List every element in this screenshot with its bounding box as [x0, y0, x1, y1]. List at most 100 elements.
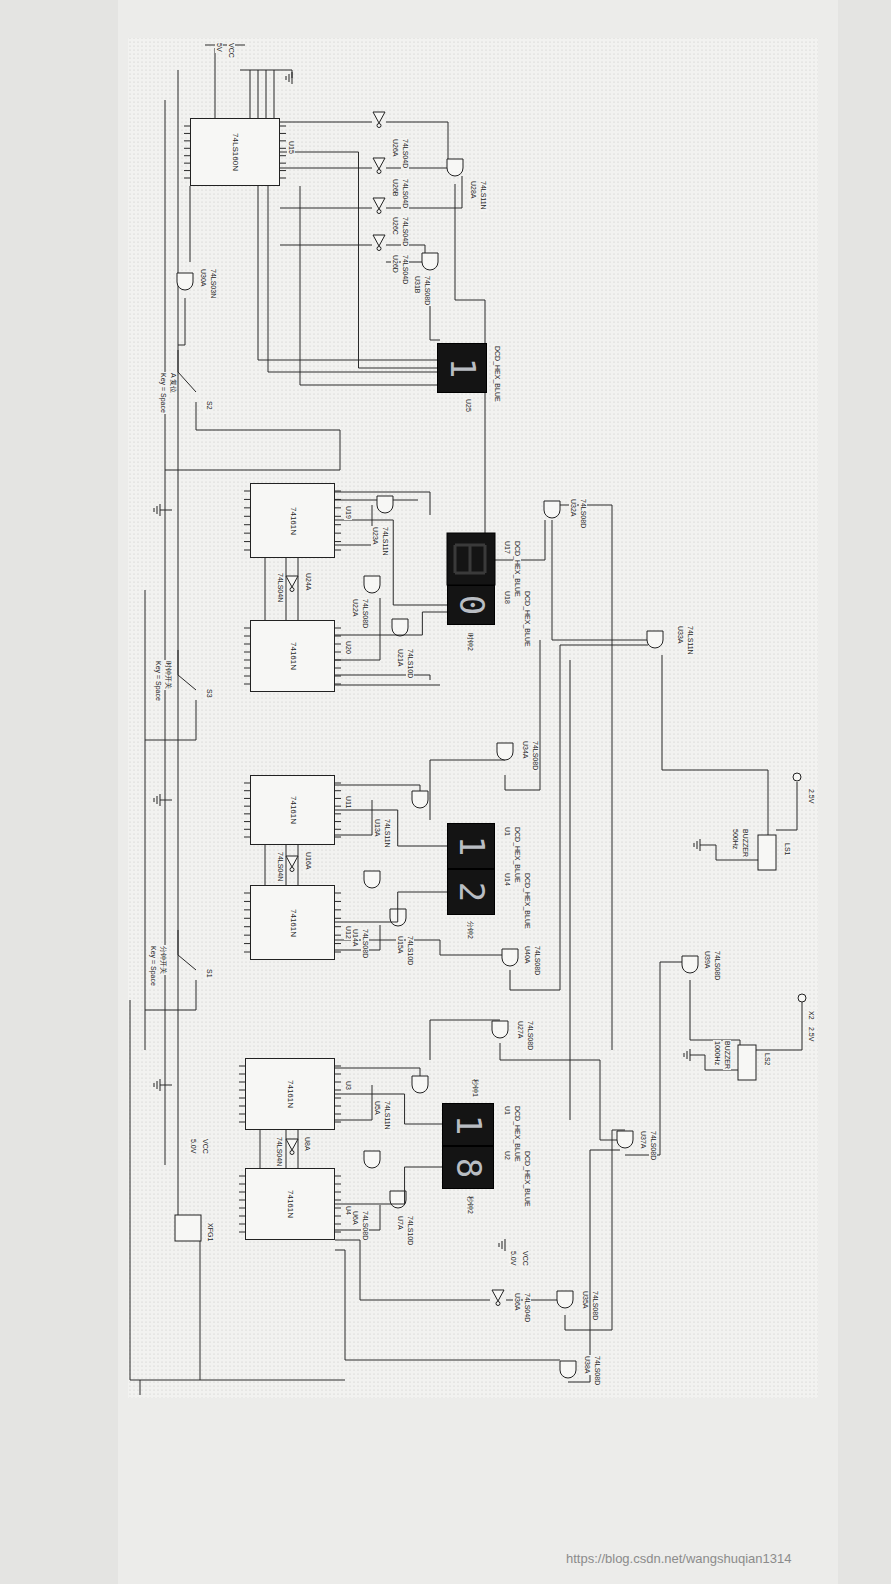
dim-segment — [454, 545, 457, 573]
component-label: 500Hz — [731, 828, 739, 850]
wire — [196, 402, 340, 470]
wire — [335, 1085, 372, 1120]
component-label: U19 — [344, 505, 352, 520]
component-label: 74LS08D — [579, 498, 587, 529]
counter-chip: 74161N — [245, 1168, 335, 1240]
wire — [160, 800, 172, 801]
buzzer-symbol — [758, 835, 776, 870]
inverter-bubble — [290, 868, 294, 872]
component-label: U32A — [569, 498, 577, 518]
wire — [625, 962, 684, 1155]
component-label: U40A — [523, 945, 531, 965]
wire — [335, 785, 420, 800]
and-gate — [502, 949, 518, 966]
wire — [506, 1300, 558, 1301]
chip-pin — [335, 783, 341, 784]
display-digit: 1 — [449, 1114, 486, 1134]
component-label: U21A — [396, 648, 404, 668]
chip-pin — [244, 628, 250, 629]
chip-pin — [335, 926, 341, 927]
chip-pin — [335, 918, 341, 919]
component-label: U22A — [351, 598, 359, 618]
chip-pin — [244, 813, 250, 814]
component-label: U14 — [503, 872, 511, 887]
seven-segment-display: 2 — [447, 869, 495, 915]
chip-pin — [335, 813, 341, 814]
wire — [690, 980, 740, 1045]
chip-pin — [335, 499, 341, 500]
chip-pin — [280, 126, 286, 127]
chip-pin — [244, 918, 250, 919]
chip-pin — [280, 178, 286, 179]
chip-pin — [244, 684, 250, 685]
and-gate — [557, 1291, 573, 1308]
component-label: U7A — [396, 1215, 404, 1231]
wire — [335, 505, 372, 545]
inverter-bubble — [290, 588, 294, 592]
wire — [145, 590, 146, 1050]
component-label: 74LS04N — [275, 1136, 283, 1167]
component-label: DCD_HEX_BLUE — [493, 345, 501, 403]
wire — [386, 176, 462, 208]
display-digit: 1 — [443, 358, 480, 378]
wire — [178, 350, 179, 372]
wire — [552, 505, 612, 506]
ground-symbol — [499, 1239, 505, 1251]
chip-pin — [335, 829, 341, 830]
chip-pin — [335, 1106, 341, 1107]
wire — [160, 1085, 172, 1086]
wire — [335, 1250, 560, 1360]
component-label: 74LS03N — [209, 268, 217, 299]
wire — [178, 1085, 179, 1215]
chip-pin — [244, 829, 250, 830]
component-label: VCC — [201, 1138, 209, 1155]
chip-pin — [335, 893, 341, 894]
chip-pin — [335, 550, 341, 551]
wire-connector — [280, 152, 437, 368]
chip-pin — [335, 524, 341, 525]
chip-pin — [335, 516, 341, 517]
component-label: S3 — [205, 688, 213, 699]
component-label: 5V — [215, 42, 223, 53]
component-label: 2.5V — [807, 788, 815, 804]
component-label: 秒钟1 — [471, 1078, 479, 1098]
chip-pin — [335, 491, 341, 492]
component-label: 74LS04D — [401, 216, 409, 247]
inverter — [373, 112, 385, 123]
inverter — [286, 576, 298, 587]
chip-pin — [244, 676, 250, 677]
wire — [258, 186, 437, 360]
inverter — [373, 158, 385, 169]
component-label: 74LS08D — [423, 275, 431, 306]
chip-pin — [239, 1192, 245, 1193]
chip-pin — [280, 140, 286, 141]
chip-pin — [244, 790, 250, 791]
component-label: 74LS08D — [713, 950, 721, 981]
chip-pin — [335, 1074, 341, 1075]
wire — [178, 70, 179, 1085]
chip-pin — [280, 155, 286, 156]
component-label: 74LS11N — [479, 180, 487, 211]
chip-pin — [335, 943, 341, 944]
chip-pin — [335, 1176, 341, 1177]
chip-pin — [239, 1224, 245, 1225]
and-gate — [422, 253, 438, 270]
chip-pin — [335, 541, 341, 542]
wire — [700, 845, 758, 860]
wire-group — [130, 45, 802, 1395]
chip-pin — [335, 909, 341, 910]
component-label: U23A — [371, 526, 379, 546]
dim-segment — [484, 545, 487, 573]
voltage-source — [793, 773, 801, 781]
component-label: 74LS04N — [276, 851, 284, 882]
ground-symbol — [286, 72, 292, 84]
grid-dots — [128, 38, 818, 1398]
wire — [335, 492, 430, 515]
display-digit: 0 — [452, 595, 489, 615]
inverter-bubble — [377, 247, 381, 251]
and-gate — [364, 871, 380, 888]
component-label: U37A — [639, 1130, 647, 1150]
chip-part-number: 74161N — [288, 908, 297, 936]
